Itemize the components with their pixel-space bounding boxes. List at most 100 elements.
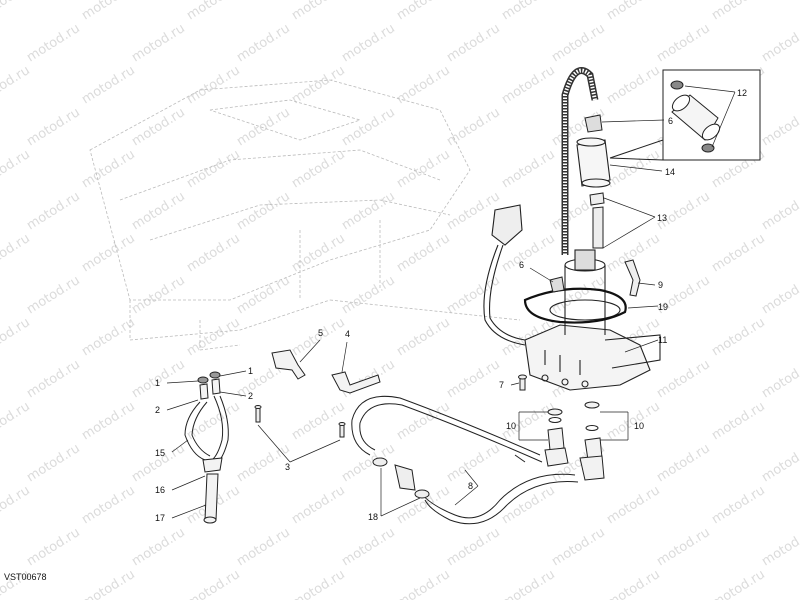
watermark-text: motod.ru	[289, 567, 348, 600]
watermark-text: motod.ru	[499, 147, 558, 191]
hose-connector-clamps	[372, 457, 430, 499]
callout-label: 14	[665, 167, 675, 177]
watermark-text: motod.ru	[604, 567, 663, 600]
callout-label: 1	[155, 378, 160, 388]
callout-label: 6	[668, 116, 673, 126]
watermark-text: motod.ru	[499, 567, 558, 600]
callout-label: 15	[155, 448, 165, 458]
callout-leader-lines	[166, 85, 736, 519]
callout-label: 6	[519, 260, 524, 270]
watermark-text: motod.ru	[234, 525, 293, 569]
watermark-text: motod.ru	[709, 0, 768, 23]
watermark-text: motod.ru	[0, 0, 33, 23]
watermark-text: motod.ru	[759, 273, 800, 317]
watermark-text: motod.ru	[499, 0, 558, 23]
watermark-text: motod.ru	[444, 525, 503, 569]
callout-label: 1	[248, 366, 253, 376]
filter-detail-inset	[609, 69, 761, 161]
watermark-text: motod.ru	[79, 483, 138, 527]
watermark-text: motod.ru	[79, 0, 138, 23]
watermark-text: motod.ru	[0, 483, 33, 527]
watermark-text: motod.ru	[759, 525, 800, 569]
callout-labels: 1 1 2 2 3 4 5 6 6 7 8 9 10 10 11 12 13 1…	[155, 88, 747, 523]
watermark-text: motod.ru	[184, 0, 243, 23]
watermark-text: motod.ru	[444, 273, 503, 317]
callout-label: 8	[468, 481, 473, 491]
watermark-text: motod.ru	[394, 63, 453, 107]
watermark-text: motod.ru	[444, 21, 503, 65]
watermark-text: motod.ru	[444, 105, 503, 149]
watermark-text: motod.ru	[24, 525, 83, 569]
callout-label: 7	[499, 380, 504, 390]
watermark-text: motod.ru	[79, 147, 138, 191]
watermark-text: motod.ru	[184, 315, 243, 359]
watermark-text: motod.ru	[184, 147, 243, 191]
watermark-text: motod.ru	[24, 357, 83, 401]
watermark-text: motod.ru	[339, 441, 398, 485]
watermark-text: motod.ru	[549, 525, 608, 569]
watermark-text: motod.ru	[654, 441, 713, 485]
watermark-text: motod.ru	[234, 21, 293, 65]
watermark-text: motod.ru	[289, 63, 348, 107]
watermark-text: motod.ru	[444, 441, 503, 485]
watermark-text: motod.ru	[499, 63, 558, 107]
watermark-text: motod.ru	[129, 273, 188, 317]
fuel-pump-assembly	[524, 249, 661, 391]
watermark-text: motod.ru	[759, 441, 800, 485]
mounting-bolt	[518, 374, 527, 391]
watermark-text: motod.ru	[604, 147, 663, 191]
callout-label: 16	[155, 485, 165, 495]
hose-fittings	[544, 401, 605, 481]
watermark-text: motod.ru	[129, 105, 188, 149]
watermark-text: motod.ru	[79, 315, 138, 359]
watermark-text: motod.ru	[79, 63, 138, 107]
watermark-text: motod.ru	[234, 105, 293, 149]
watermark-text: motod.ru	[549, 21, 608, 65]
watermark-text: motod.ru	[654, 21, 713, 65]
watermark-text: motod.ru	[654, 357, 713, 401]
watermark-text: motod.ru	[604, 0, 663, 23]
callout-label: 11	[658, 335, 667, 345]
watermark-text: motod.ru	[234, 189, 293, 233]
watermark-text: motod.ru	[339, 21, 398, 65]
watermark-text: motod.ru	[339, 189, 398, 233]
watermark-text: motod.ru	[24, 273, 83, 317]
filter-hose-pieces	[589, 192, 605, 249]
watermark-text: motod.ru	[24, 189, 83, 233]
watermark-text: motod.ru	[0, 315, 33, 359]
watermark-text: motod.ru	[0, 63, 33, 107]
callout-label: 2	[155, 405, 160, 415]
watermark-text: motod.ru	[129, 21, 188, 65]
callout-label: 4	[345, 329, 350, 339]
watermark-text: motod.ru	[289, 399, 348, 443]
callout-label: 17	[155, 513, 165, 523]
callout-label: 9	[658, 280, 663, 290]
watermark-text: motod.ru	[184, 567, 243, 600]
watermark-text: motod.ru	[759, 357, 800, 401]
corrugated-breather-hose	[561, 67, 599, 255]
watermark-text: motod.ru	[184, 63, 243, 107]
watermark-text: motod.ru	[24, 21, 83, 65]
watermark-text: motod.ru	[129, 525, 188, 569]
retaining-clip	[624, 259, 641, 297]
hose-clamp-middle	[549, 276, 565, 293]
watermark-text: motod.ru	[759, 105, 800, 149]
watermark-text: motod.ru	[394, 567, 453, 600]
watermark-text: motod.ru	[709, 315, 768, 359]
watermark-text: motod.ru	[129, 189, 188, 233]
callout-label: 18	[368, 512, 378, 522]
watermark-text: motod.ru	[394, 0, 453, 23]
o-ring-gasket	[523, 287, 627, 324]
watermark-text: motod.ru	[0, 147, 33, 191]
callout-label: 19	[658, 302, 668, 312]
watermark-text: motod.ru	[24, 441, 83, 485]
watermark-text: motod.ru	[289, 483, 348, 527]
fuel-lines	[351, 395, 579, 525]
watermark-text: motod.ru	[394, 147, 453, 191]
watermark-text: motod.ru	[79, 567, 138, 600]
watermark-text: motod.ru	[604, 63, 663, 107]
watermark-text: motod.ru	[79, 399, 138, 443]
watermark-text: motod.ru	[394, 315, 453, 359]
